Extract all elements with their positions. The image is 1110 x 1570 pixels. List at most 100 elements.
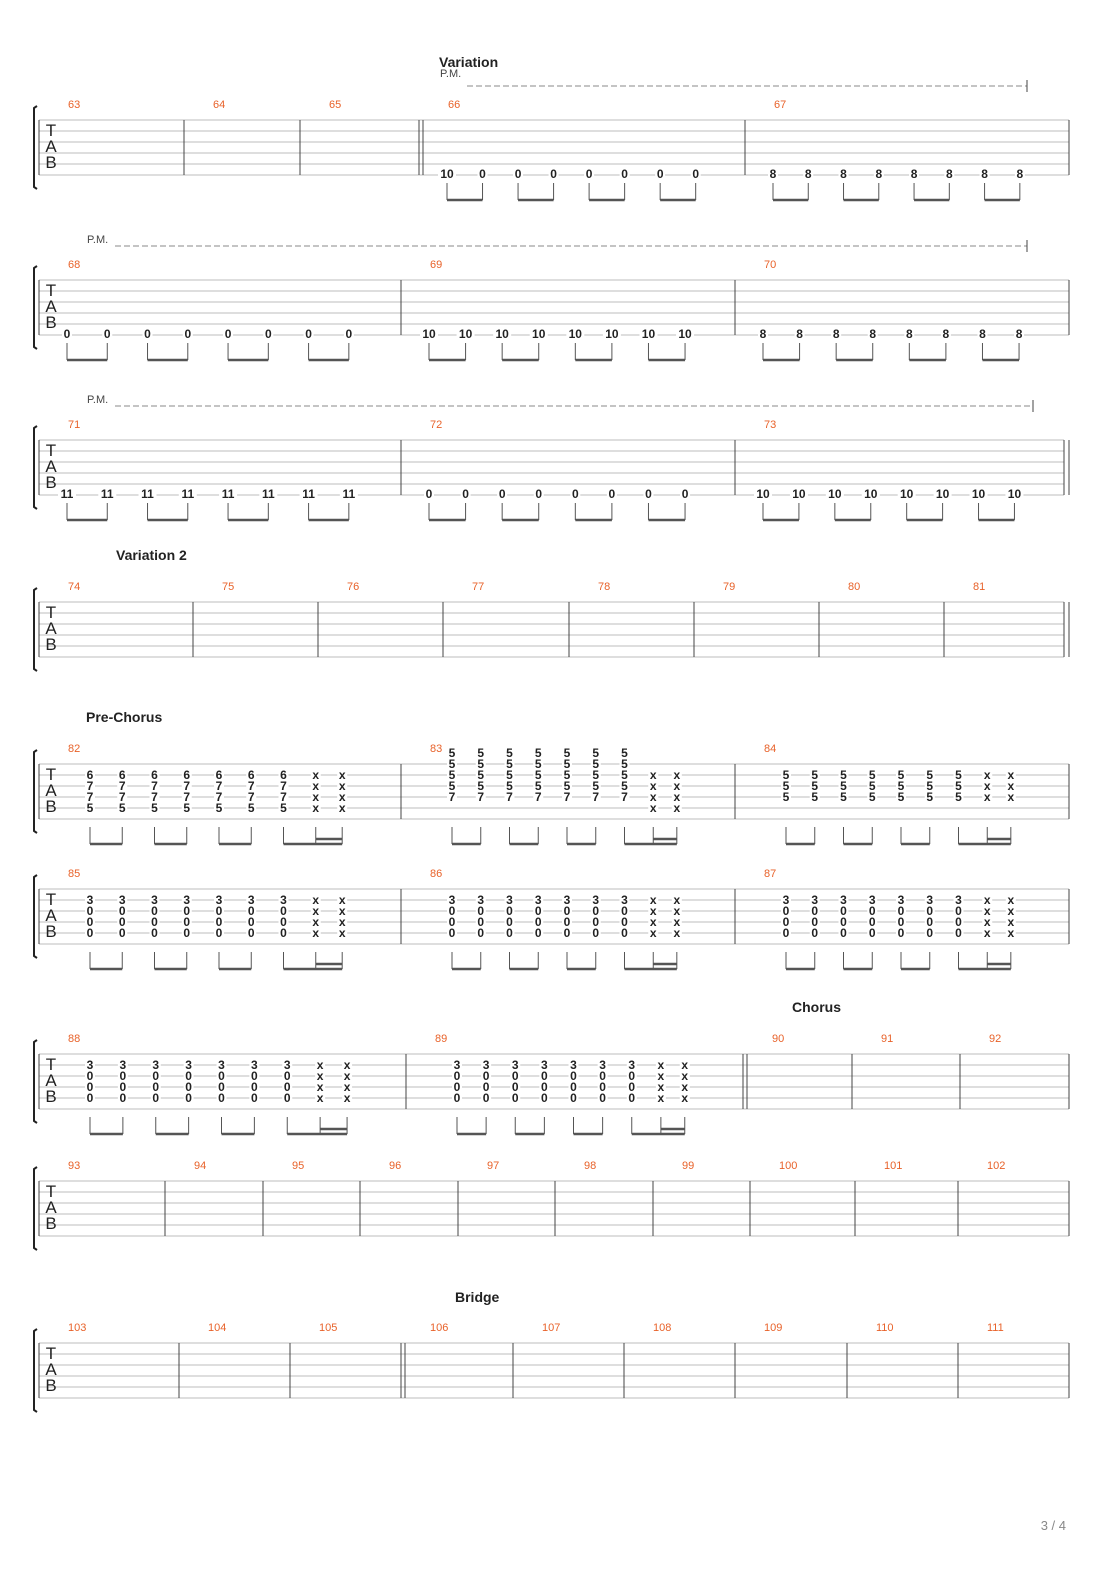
fret-mask	[953, 792, 964, 803]
fret-number: 0	[216, 904, 223, 918]
fret-number: 5	[811, 790, 818, 804]
fret-mask	[982, 917, 993, 928]
fret-mask	[85, 1082, 95, 1093]
fret-mask	[781, 928, 791, 939]
fret-mask	[619, 759, 630, 770]
fret-mask	[940, 329, 951, 340]
fret-number: 5	[783, 768, 790, 782]
fret-mask	[278, 917, 289, 928]
fret-number: 3	[280, 893, 287, 907]
fret-mask	[149, 928, 160, 939]
fret-mask	[809, 792, 820, 803]
fret-mask	[181, 917, 192, 928]
fret-number: 5	[535, 746, 542, 760]
fret-number: 0	[926, 926, 933, 940]
fret-mask	[315, 1060, 326, 1071]
fret-number: 0	[120, 1069, 127, 1083]
fret-number: 0	[570, 1080, 577, 1094]
fret-mask	[781, 895, 791, 906]
fret-mask	[339, 489, 358, 500]
measure-number: 106	[430, 1322, 448, 1334]
fret-number: 10	[792, 487, 806, 501]
measure-number: 82	[68, 743, 80, 755]
fret-number: 0	[87, 915, 94, 929]
dead-note: x	[317, 1091, 324, 1105]
fret-number: 0	[564, 915, 571, 929]
fret-number: 0	[621, 926, 628, 940]
fret-mask	[282, 1093, 293, 1104]
fret-number: 0	[265, 327, 272, 341]
fret-number: 0	[183, 915, 190, 929]
measure-number: 102	[987, 1160, 1005, 1172]
dead-note: x	[339, 779, 346, 793]
dead-note: x	[344, 1069, 351, 1083]
fret-number: 8	[1016, 327, 1023, 341]
fret-mask	[310, 781, 321, 792]
fret-number: 6	[151, 768, 158, 782]
fret-number: 6	[280, 768, 287, 782]
fret-number: 7	[151, 790, 158, 804]
fret-mask	[781, 770, 791, 781]
fret-mask	[533, 906, 544, 917]
fret-mask	[838, 770, 849, 781]
dead-note: x	[312, 893, 319, 907]
fret-mask	[597, 1071, 608, 1082]
fret-number: 0	[152, 1080, 159, 1094]
fret-mask	[597, 1060, 608, 1071]
fret-mask	[475, 917, 486, 928]
fret-number: 3	[628, 1058, 635, 1072]
measure-number: 79	[723, 581, 735, 593]
measure-number: 108	[653, 1322, 671, 1334]
fret-mask	[924, 792, 935, 803]
dead-note: x	[1007, 790, 1014, 804]
dead-note: x	[339, 915, 346, 929]
fret-mask	[562, 792, 572, 803]
fret-number: 0	[926, 915, 933, 929]
dead-note: x	[658, 1058, 665, 1072]
fret-mask	[452, 1060, 462, 1071]
fret-number: 10	[972, 487, 986, 501]
fret-mask	[181, 770, 192, 781]
fret-mask	[342, 1060, 353, 1071]
fret-mask	[85, 1093, 95, 1104]
fret-number: 0	[541, 1069, 548, 1083]
fret-mask	[867, 917, 878, 928]
fret-mask	[504, 770, 515, 781]
fret-mask	[626, 1060, 637, 1071]
tab-clef-letter: T	[46, 765, 56, 784]
fret-mask	[867, 781, 878, 792]
fret-mask	[533, 781, 544, 792]
fret-number: 10	[936, 487, 950, 501]
fret-number: 0	[87, 904, 94, 918]
fret-number: 10	[569, 327, 583, 341]
fret-number: 3	[840, 893, 847, 907]
fret-number: 5	[535, 768, 542, 782]
fret-mask	[497, 489, 508, 500]
fret-mask	[838, 895, 849, 906]
fret-number: 0	[284, 1069, 291, 1083]
fret-number: 0	[512, 1080, 519, 1094]
fret-number: 7	[87, 779, 94, 793]
fret-mask	[1014, 169, 1025, 180]
fret-number: 10	[532, 327, 546, 341]
fret-number: 8	[805, 167, 812, 181]
fret-number: 0	[955, 904, 962, 918]
fret-number: 0	[621, 904, 628, 918]
dead-note: x	[984, 915, 991, 929]
fret-number: 0	[185, 1069, 192, 1083]
fret-number: 3	[251, 1058, 258, 1072]
fret-number: 0	[183, 926, 190, 940]
fret-number: 7	[119, 790, 126, 804]
fret-number: 5	[506, 746, 513, 760]
fret-mask	[181, 803, 192, 814]
fret-mask	[909, 169, 920, 180]
fret-mask	[953, 895, 964, 906]
fret-mask	[671, 895, 682, 906]
fret-mask	[85, 792, 95, 803]
measure-number: 101	[884, 1160, 902, 1172]
fret-mask	[643, 489, 654, 500]
fret-mask	[149, 803, 160, 814]
fret-mask	[214, 917, 224, 928]
fret-mask	[246, 917, 257, 928]
fret-number: 0	[955, 915, 962, 929]
